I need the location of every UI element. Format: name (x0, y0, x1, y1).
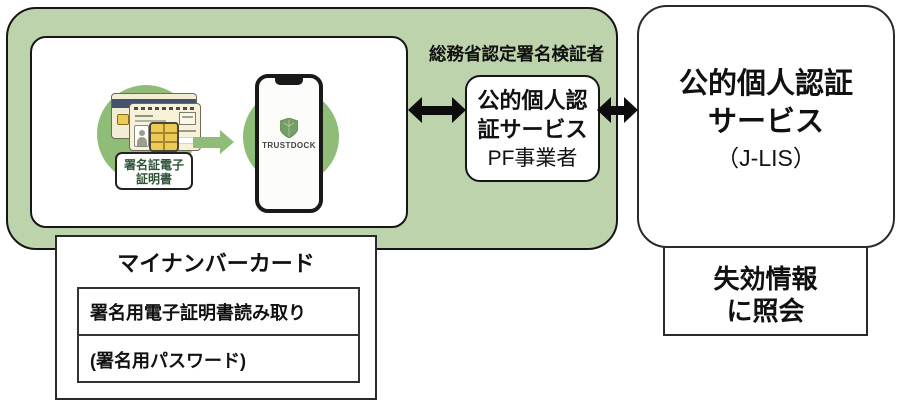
chip-grid-line (151, 141, 177, 143)
arrow-head (624, 97, 638, 123)
ic-chip-icon (149, 122, 179, 152)
card-number-box (179, 112, 196, 125)
card-text-line (135, 120, 166, 122)
trustdock-shield-icon (280, 118, 298, 138)
list-item: 署名用電子証明書読み取り (79, 289, 358, 336)
signature-cert-label-line2: 証明書 (135, 172, 172, 186)
arrow-head (408, 97, 422, 123)
small-ic-chip-icon (117, 114, 129, 125)
person-icon (137, 137, 147, 146)
arrow-head (452, 97, 466, 123)
list-item: (署名用パスワード) (90, 350, 246, 371)
right-arrow-icon (193, 130, 234, 154)
pf-box-line1: 公的個人認 (477, 88, 588, 113)
mynumber-card-box: マイナンバーカード 署名用電子証明書読み取り (署名用パスワード) (55, 235, 377, 400)
trustdock-logo-text: TRUSTDOCK (262, 141, 316, 150)
card-to-app-illustration: 署名証電子 証明書 TRUSTDOCK (30, 36, 408, 228)
pf-box-line3: PF事業者 (487, 147, 578, 170)
jlis-box-line1: 公的個人認証 (678, 68, 853, 100)
jpki-pf-provider-box: 公的個人認 証サービス PF事業者 (465, 75, 600, 182)
phone-notch (275, 77, 303, 85)
pf-box-line2: 証サービス (477, 117, 588, 142)
double-arrow-icon (597, 97, 638, 123)
revocation-line2: に照会 (726, 296, 805, 326)
revocation-line1: 失効情報 (713, 264, 818, 294)
arrow-shaft (193, 136, 220, 148)
arrow-shaft (422, 105, 452, 115)
revocation-inquiry-box: 失効情報 に照会 (663, 245, 868, 336)
smartphone: TRUSTDOCK (255, 74, 323, 213)
signature-cert-label: 署名証電子 証明書 (115, 152, 193, 190)
arrow-head (597, 97, 611, 123)
mynumber-box-title: マイナンバーカード (117, 251, 315, 276)
photo-placeholder (134, 125, 149, 147)
verifier-caption: 総務省認定署名検証者 (429, 44, 604, 64)
chip-grid-line (151, 132, 177, 134)
jlis-box-line2: サービス (707, 106, 824, 138)
card-text-line (174, 130, 196, 132)
arrow-shaft (611, 105, 624, 115)
card-text-line (182, 116, 193, 118)
mynumber-card-front (129, 103, 201, 152)
card-text-line (135, 115, 153, 117)
signature-cert-label-line1: 署名証電子 (123, 158, 184, 172)
card-header-dashes (134, 107, 196, 110)
jlis-service-box: 公的個人認証 サービス （J-LIS） (637, 5, 895, 248)
double-arrow-icon (408, 97, 466, 123)
mynumber-detail-list: 署名用電子証明書読み取り (署名用パスワード) (77, 287, 360, 383)
jlis-box-line3: （J-LIS） (716, 145, 816, 171)
chip-grid-line (163, 124, 165, 150)
person-icon (139, 130, 145, 136)
trustdock-logo: TRUSTDOCK (259, 118, 319, 150)
arrow-head (220, 130, 234, 154)
